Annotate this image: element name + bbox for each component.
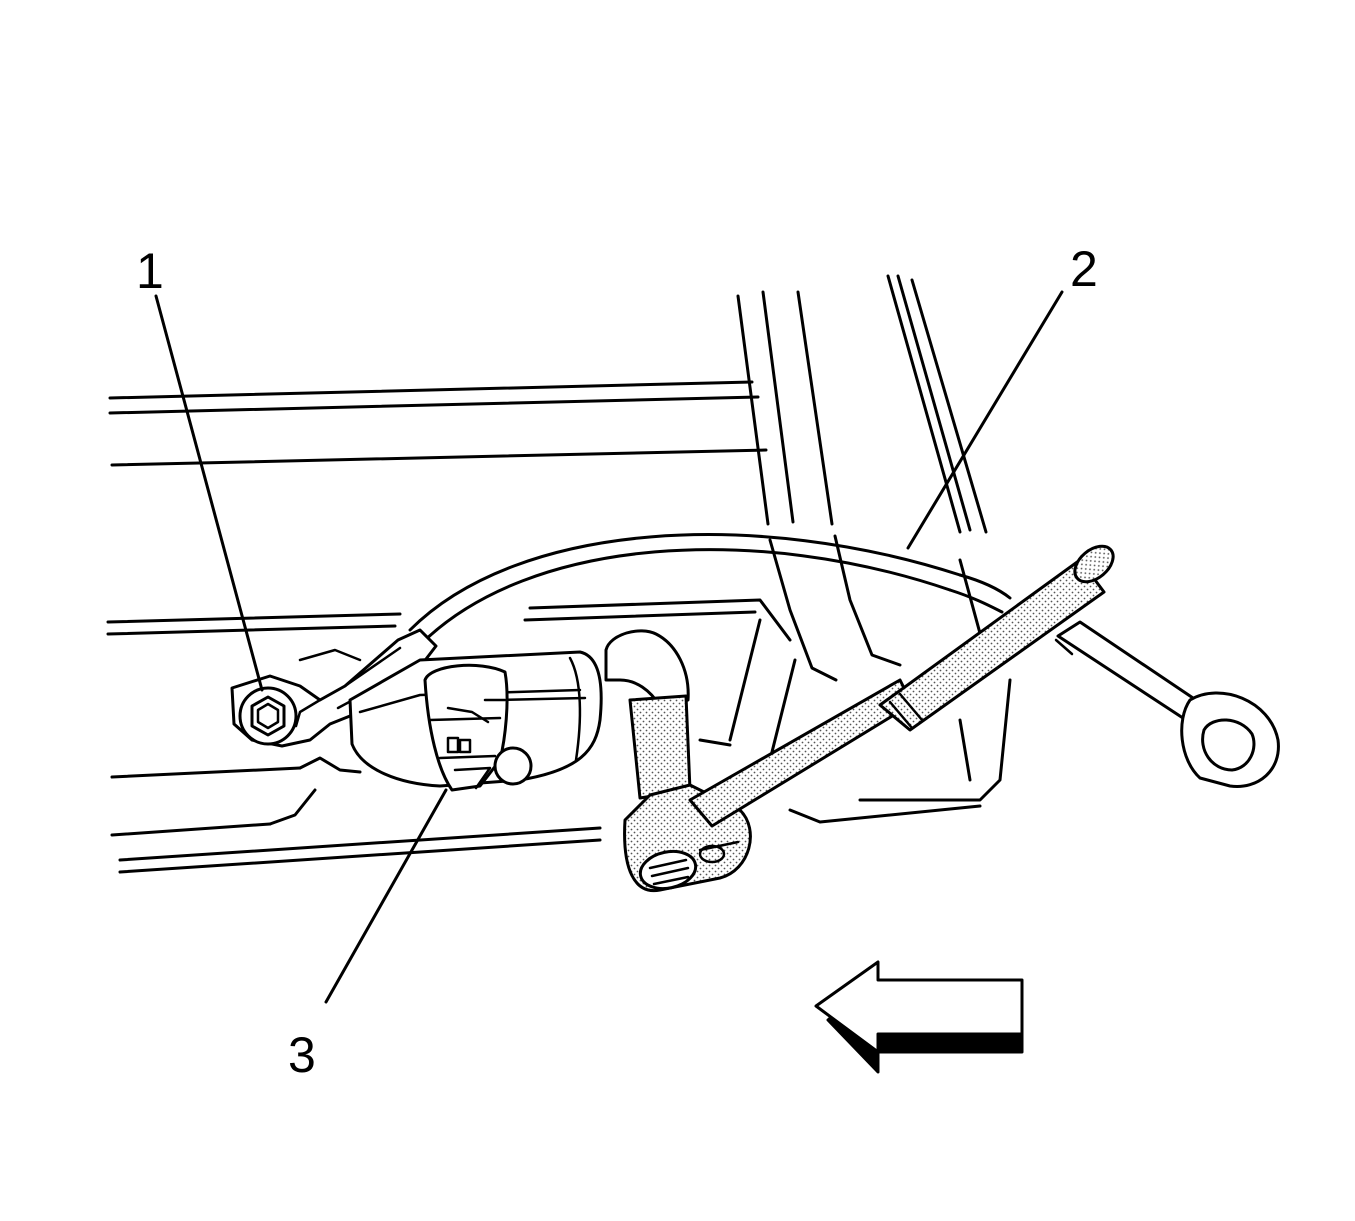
leader-line-3 [324,788,448,1004]
electrical-connector [423,663,509,792]
leader-lines [154,290,1064,1004]
callout-1: 1 [136,243,164,299]
pillar-lines [523,274,1012,824]
callout-labels: 1 2 3 [136,241,1098,1083]
leader-line-2 [906,290,1064,550]
callout-2: 2 [1070,241,1098,297]
leader-line-1 [154,294,264,692]
body-panel-lines [106,380,768,874]
cable [408,533,1012,647]
hex-bolt-icon [238,686,298,746]
callout-3: 3 [288,1027,316,1083]
left-arrow-icon [814,960,1024,1074]
round-boss [493,746,533,786]
crank-arm [604,629,752,893]
push-rod [688,544,1280,828]
